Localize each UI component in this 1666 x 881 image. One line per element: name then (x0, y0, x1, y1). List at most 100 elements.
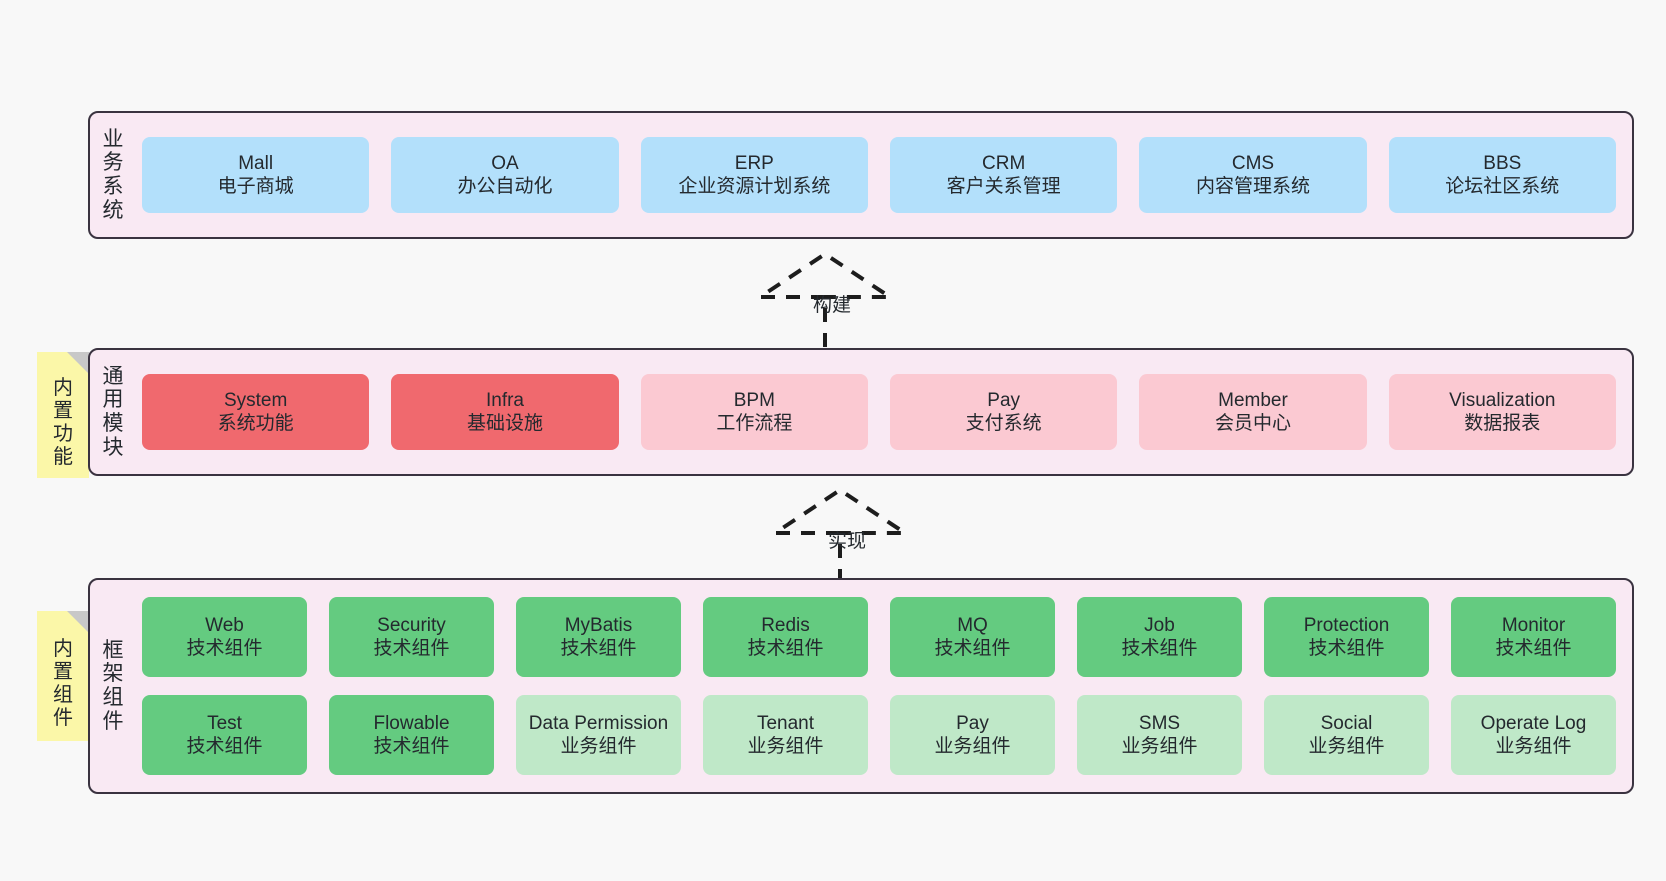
layer-body-common: System 系统功能 Infra 基础设施 BPM 工作流程 Pay 支付系统… (136, 350, 1632, 474)
node-subtitle: 支付系统 (965, 413, 1042, 434)
sticky-note-builtin-features: 内 置 功 能 (37, 352, 89, 478)
node-mybatis[interactable]: MyBatis 技术组件 (516, 597, 681, 677)
layer-title-char: 模 (102, 412, 124, 435)
node-test[interactable]: Test 技术组件 (142, 695, 307, 775)
node-pay-module[interactable]: Pay 支付系统 (889, 374, 1118, 450)
connector-implement: 实现 (755, 487, 955, 588)
node-title: BBS (1483, 152, 1522, 174)
node-title: Operate Log (1480, 712, 1587, 734)
node-subtitle: 技术组件 (1121, 638, 1198, 659)
layer-title-char: 组 (102, 686, 124, 709)
node-subtitle: 业务组件 (560, 736, 637, 757)
node-subtitle: 企业资源计划系统 (678, 176, 831, 197)
node-title: Security (377, 614, 446, 636)
node-title: Web (205, 614, 244, 636)
node-operate-log[interactable]: Operate Log 业务组件 (1451, 695, 1616, 775)
folded-corner-icon (67, 611, 89, 633)
node-subtitle: 会员中心 (1214, 413, 1291, 434)
node-subtitle: 业务组件 (934, 736, 1011, 757)
node-subtitle: 技术组件 (373, 638, 450, 659)
node-subtitle: 基础设施 (466, 413, 543, 434)
node-title: Tenant (756, 712, 815, 734)
folded-corner-icon (67, 352, 89, 374)
layer-body-framework: Web 技术组件 Security 技术组件 MyBatis 技术组件 Redi… (136, 580, 1632, 792)
sticky-note-builtin-components: 内 置 组 件 (37, 611, 89, 741)
node-title: Mall (238, 152, 274, 174)
node-subtitle: 业务组件 (747, 736, 824, 757)
node-oa[interactable]: OA 办公自动化 (391, 137, 619, 213)
node-infra[interactable]: Infra 基础设施 (391, 374, 619, 450)
layer-title-char: 务 (102, 151, 124, 175)
connector-label-implement: 实现 (828, 531, 867, 552)
node-security[interactable]: Security 技术组件 (329, 597, 494, 677)
node-row: Mall 电子商城 OA 办公自动化 ERP 企业资源计划系统 CRM 客户关系… (142, 137, 1616, 213)
node-flowable[interactable]: Flowable 技术组件 (329, 695, 494, 775)
node-monitor[interactable]: Monitor 技术组件 (1451, 597, 1616, 677)
sticky-note-char: 置 (53, 400, 73, 423)
node-subtitle: 电子商城 (217, 176, 294, 197)
layer-framework-components: 框 架 组 件 Web 技术组件 Security 技术组件 MyBatis 技… (88, 578, 1634, 794)
node-subtitle: 技术组件 (1308, 638, 1385, 659)
node-pay-component[interactable]: Pay 业务组件 (890, 695, 1055, 775)
node-subtitle: 业务组件 (1495, 736, 1572, 757)
layer-title-framework: 框 架 组 件 (90, 580, 136, 792)
node-bpm[interactable]: BPM 工作流程 (640, 374, 868, 450)
node-title: CMS (1231, 152, 1275, 174)
node-tenant[interactable]: Tenant 业务组件 (703, 695, 868, 775)
layer-title-char: 架 (102, 662, 124, 686)
node-job[interactable]: Job 技术组件 (1077, 597, 1242, 677)
node-data-permission[interactable]: Data Permission 业务组件 (516, 695, 681, 775)
layer-common-modules: 通 用 模 块 System 系统功能 Infra 基础设施 BPM 工作流程 (88, 348, 1634, 476)
node-row: System 系统功能 Infra 基础设施 BPM 工作流程 Pay 支付系统… (142, 374, 1616, 450)
node-title: Pay (956, 712, 989, 734)
layer-title-char: 框 (102, 638, 124, 662)
sticky-note-char: 内 (53, 638, 73, 661)
node-title: Data Permission (528, 712, 669, 734)
node-subtitle: 数据报表 (1464, 413, 1541, 434)
node-visualization[interactable]: Visualization 数据报表 (1388, 374, 1616, 450)
layer-title-char: 通 (102, 364, 124, 388)
node-title: Test (207, 712, 242, 734)
layer-title-common: 通 用 模 块 (90, 350, 136, 474)
node-title: Pay (987, 389, 1021, 411)
node-subtitle: 业务组件 (1308, 736, 1385, 757)
node-title: Social (1320, 712, 1373, 734)
node-title: OA (491, 152, 519, 174)
node-protection[interactable]: Protection 技术组件 (1264, 597, 1429, 677)
node-title: Visualization (1449, 389, 1556, 411)
node-title: ERP (734, 152, 774, 174)
node-web[interactable]: Web 技术组件 (142, 597, 307, 677)
connector-build: 构建 (740, 251, 940, 352)
layer-title-char: 件 (102, 709, 124, 733)
node-system[interactable]: System 系统功能 (142, 374, 370, 450)
node-mq[interactable]: MQ 技术组件 (890, 597, 1055, 677)
node-social[interactable]: Social 业务组件 (1264, 695, 1429, 775)
node-cms[interactable]: CMS 内容管理系统 (1139, 137, 1367, 213)
node-title: System (223, 389, 288, 411)
node-title: Job (1144, 614, 1175, 636)
node-crm[interactable]: CRM 客户关系管理 (889, 137, 1118, 213)
node-subtitle: 技术组件 (186, 638, 263, 659)
layer-body-business: Mall 电子商城 OA 办公自动化 ERP 企业资源计划系统 CRM 客户关系… (136, 113, 1632, 237)
node-subtitle: 客户关系管理 (946, 176, 1061, 197)
layer-title-business: 业 务 系 统 (90, 113, 136, 237)
node-erp[interactable]: ERP 企业资源计划系统 (640, 137, 868, 213)
layer-business-systems: 业 务 系 统 Mall 电子商城 OA 办公自动化 ERP 企业资源计划系统 (88, 111, 1634, 239)
node-mall[interactable]: Mall 电子商城 (142, 137, 370, 213)
node-subtitle: 技术组件 (560, 638, 637, 659)
node-title: Infra (485, 389, 524, 411)
node-row: Test 技术组件 Flowable 技术组件 Data Permission … (142, 695, 1616, 775)
node-subtitle: 内容管理系统 (1195, 176, 1310, 197)
layer-title-char: 统 (102, 198, 124, 222)
node-member[interactable]: Member 会员中心 (1139, 374, 1367, 450)
node-title: Flowable (373, 712, 450, 734)
node-redis[interactable]: Redis 技术组件 (703, 597, 868, 677)
dashed-arrow-up-icon (753, 251, 897, 347)
connector-label-build: 构建 (813, 295, 852, 316)
node-bbs[interactable]: BBS 论坛社区系统 (1388, 137, 1616, 213)
layer-title-char: 系 (102, 175, 124, 198)
node-sms[interactable]: SMS 业务组件 (1077, 695, 1242, 775)
layer-title-char: 块 (102, 435, 124, 459)
layer-title-char: 用 (102, 388, 124, 412)
